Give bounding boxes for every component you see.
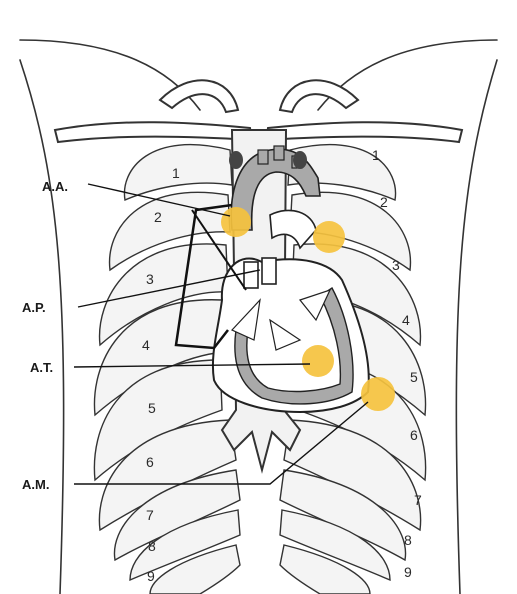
rib-number: 9 (404, 564, 412, 580)
rib-number: 4 (142, 337, 150, 353)
rib-number: 4 (402, 312, 410, 328)
rib-number: 2 (380, 194, 388, 210)
mitral-label: A.M. (22, 477, 49, 492)
rib-number: 1 (372, 147, 380, 163)
pulmonary-label: A.P. (22, 300, 46, 315)
tricuspid-label: A.T. (30, 360, 53, 375)
vessel-cap (229, 151, 243, 169)
rib-number: 2 (154, 209, 162, 225)
rib-number: 8 (404, 532, 412, 548)
aortic-branch (274, 146, 284, 160)
rib-number: 1 (172, 165, 180, 181)
pulmonary-site (313, 221, 345, 253)
tricuspid-site (302, 345, 334, 377)
rib-number: 3 (392, 257, 400, 273)
rib-number: 7 (414, 492, 422, 508)
rib-number: 8 (148, 538, 156, 554)
aortic-label: A.A. (42, 179, 68, 194)
aortic-valve (262, 258, 276, 284)
rib-number: 5 (410, 369, 418, 385)
rib-number: 3 (146, 271, 154, 287)
rib-number: 9 (147, 568, 155, 584)
aortic-branch (258, 150, 268, 164)
aortic-site (221, 207, 251, 237)
rib-number: 6 (146, 454, 154, 470)
mitral-site (361, 377, 395, 411)
rib-number: 7 (146, 507, 154, 523)
pulmonary-valve (244, 262, 258, 288)
rib-number: 6 (410, 427, 418, 443)
rib-number: 5 (148, 400, 156, 416)
vessel-cap (293, 151, 307, 169)
